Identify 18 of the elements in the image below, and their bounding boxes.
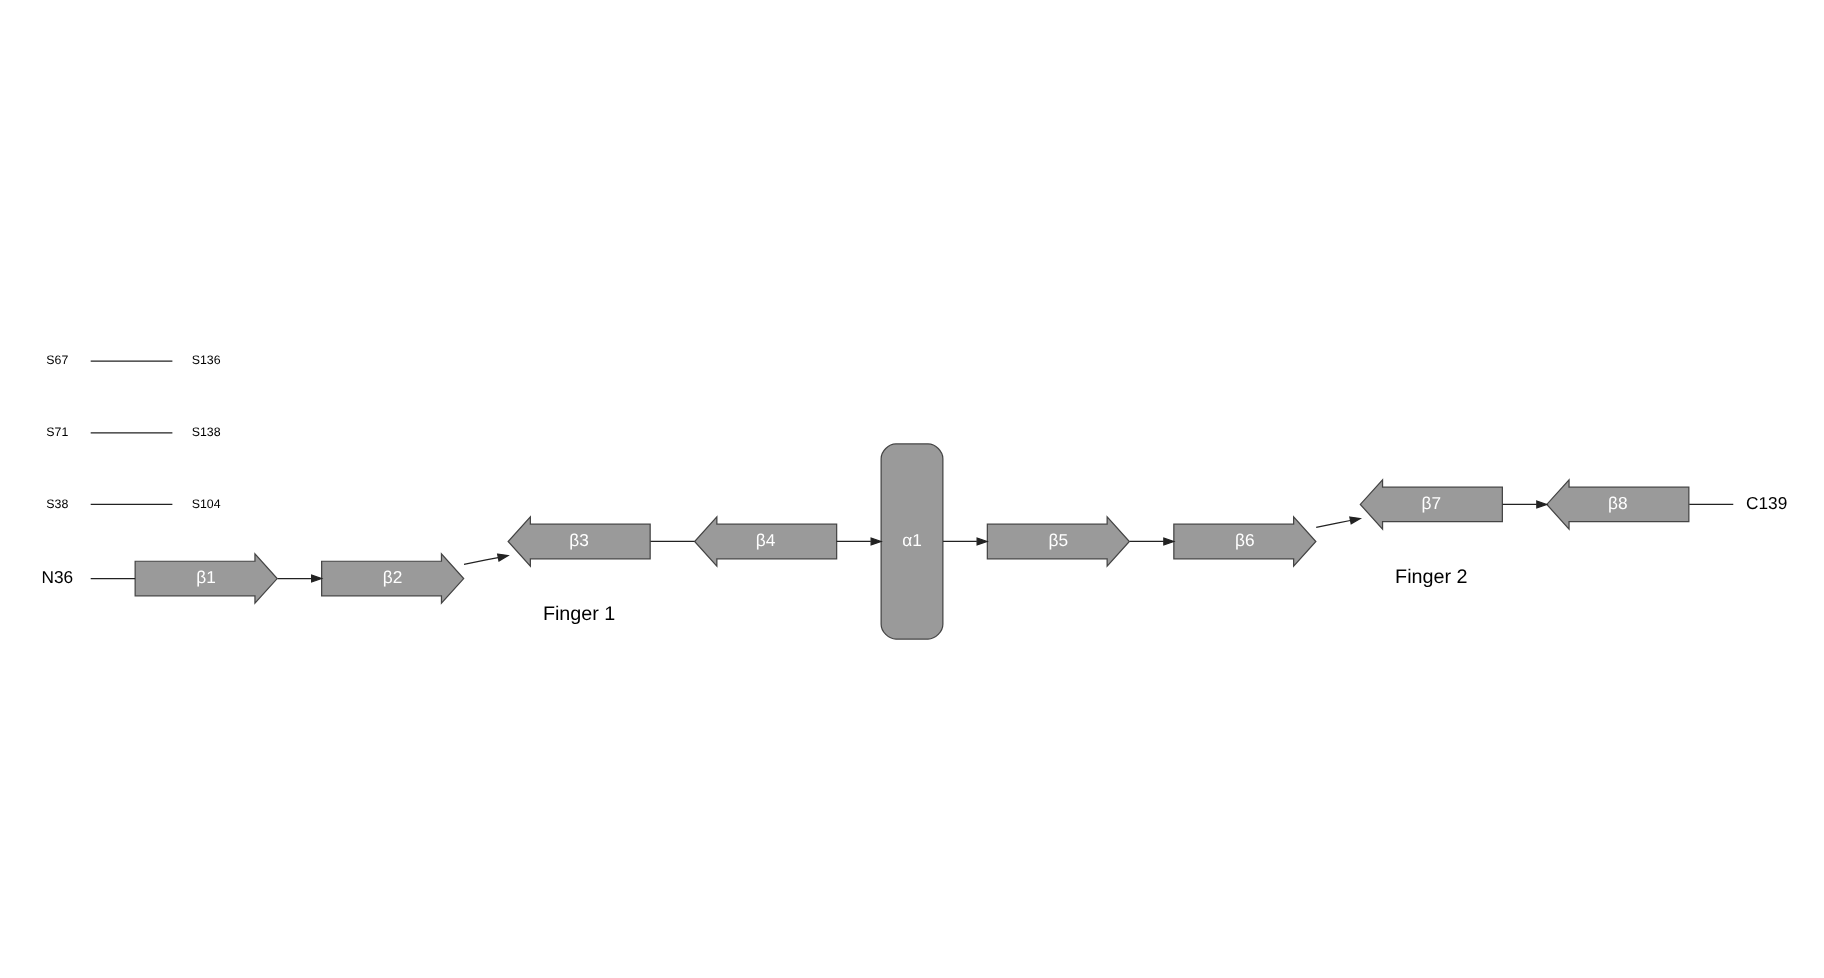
label: Finger 2 [1395,567,1468,590]
arrow [1315,516,1363,528]
arrow [463,553,510,566]
connector [1688,503,1734,506]
node-text: N36 [41,567,74,588]
connector [90,577,136,580]
arrow [1129,537,1176,546]
arrow [942,537,989,546]
node-box: α1 [880,443,944,640]
connector [649,540,696,543]
connector [90,432,173,434]
connector [90,360,173,362]
node-text: C139 [1746,493,1788,514]
arrow [276,574,324,583]
arrow [1502,500,1549,509]
arrow [836,537,883,546]
label: Finger 1 [542,604,616,627]
connector [90,503,173,506]
